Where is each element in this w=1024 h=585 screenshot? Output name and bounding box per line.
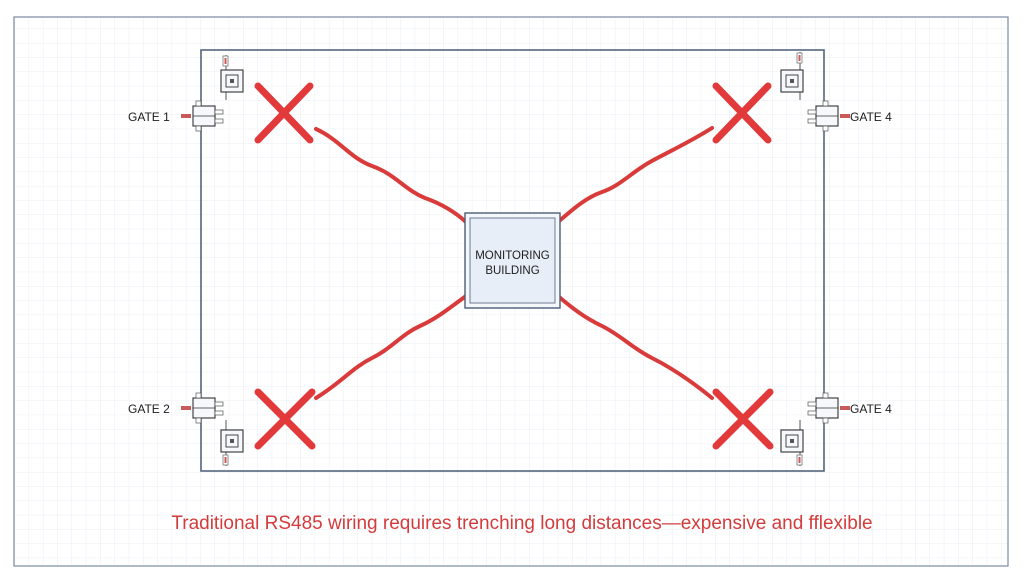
cross-top-right <box>712 82 772 144</box>
cable-gate4-top <box>556 126 714 224</box>
diagram-caption: Traditional RS485 wiring requires trench… <box>171 513 872 534</box>
gate4-top-label: GATE 4 <box>850 110 892 124</box>
gate1-label: GATE 1 <box>128 110 170 124</box>
monitoring-building: MONITORING BUILDING <box>464 212 561 309</box>
property-boundary <box>200 49 825 472</box>
building-label-line2: BUILDING <box>485 265 539 277</box>
cables <box>314 126 714 400</box>
gate-bottom-right: GATE 4 <box>780 392 892 466</box>
cross-bottom-left <box>254 388 316 450</box>
cable-gate1 <box>314 127 468 224</box>
gate2-label: GATE 2 <box>128 402 170 416</box>
gate-bottom-left: GATE 2 <box>128 392 244 466</box>
crosses <box>254 82 774 450</box>
building-label-line1: MONITORING <box>475 250 550 262</box>
gate-top-left: GATE 1 <box>128 55 244 132</box>
cable-gate2 <box>314 294 468 400</box>
cross-top-left <box>254 82 314 144</box>
gate-top-right: GATE 4 <box>780 52 892 132</box>
cross-bottom-right <box>712 388 774 450</box>
gate4-bottom-label: GATE 4 <box>850 402 892 416</box>
cable-gate4-bottom <box>556 294 714 400</box>
